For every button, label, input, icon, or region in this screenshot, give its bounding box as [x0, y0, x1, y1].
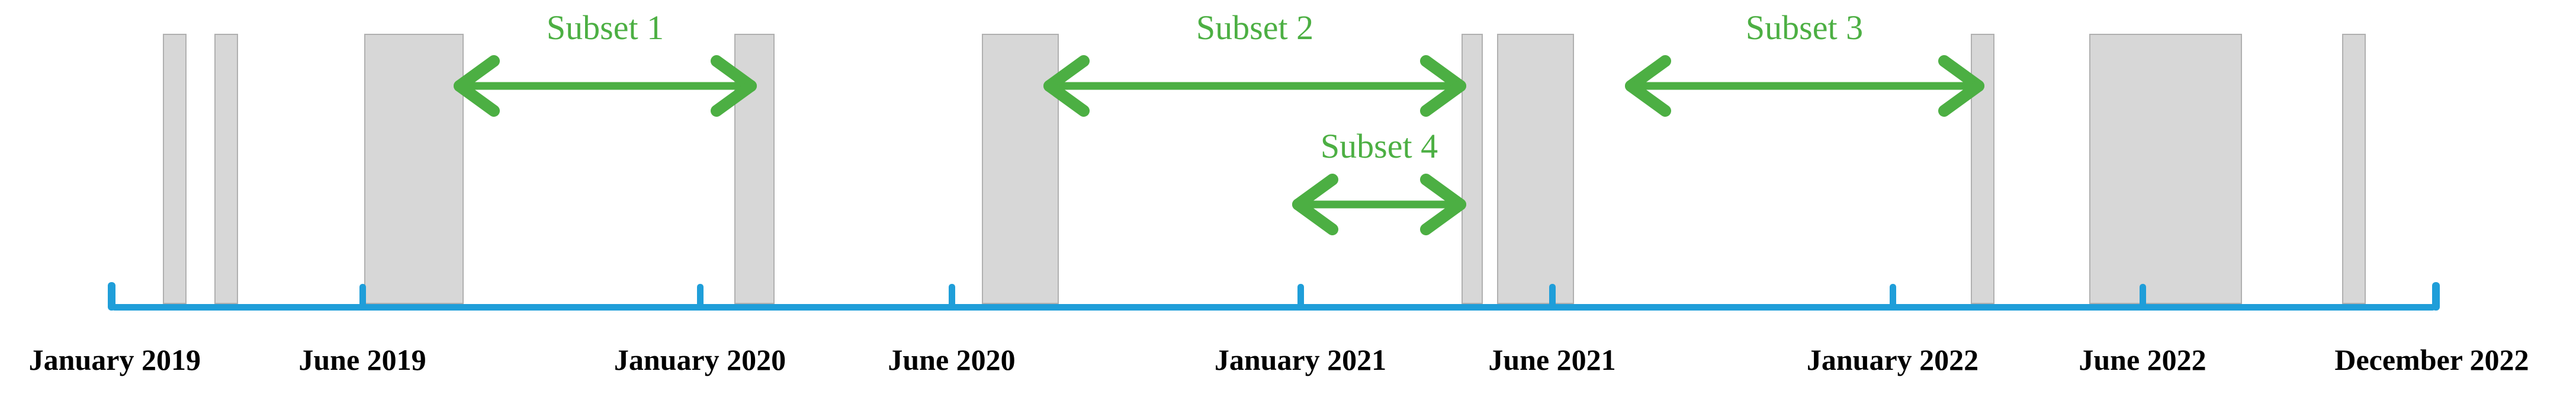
axis-tick-mark — [1297, 284, 1304, 311]
data-gap-bar — [2089, 34, 2242, 304]
axis-tick-mark — [2139, 284, 2146, 311]
axis-end-cap — [2432, 282, 2440, 311]
axis-end-cap — [107, 282, 115, 311]
axis-tick-label: June 2020 — [888, 343, 1016, 376]
data-gap-bar — [982, 34, 1059, 304]
axis-tick-mark — [1549, 284, 1556, 311]
subset-label: Subset 1 — [546, 8, 664, 47]
subset-double-arrow — [1292, 174, 1466, 235]
axis-tick-mark — [948, 284, 955, 311]
axis-tick-mark — [696, 284, 704, 311]
subset-double-arrow — [1625, 55, 1984, 117]
subset-label: Subset 2 — [1196, 8, 1314, 47]
axis-tick-label: January 2020 — [614, 343, 786, 376]
axis-tick-label: January 2019 — [28, 343, 201, 376]
axis-tick-label: January 2021 — [1214, 343, 1387, 376]
data-gap-bar — [163, 34, 187, 304]
axis-baseline — [111, 304, 2436, 311]
axis-tick-mark — [1889, 284, 1896, 311]
subset-label: Subset 3 — [1745, 8, 1864, 47]
axis-tick-label: January 2022 — [1806, 343, 1979, 376]
subset-double-arrow — [454, 55, 757, 117]
data-gap-bar — [2342, 34, 2366, 304]
data-gap-bar — [364, 34, 464, 304]
data-gap-bar — [214, 34, 238, 304]
axis-tick-label: June 2019 — [298, 343, 426, 376]
subset-double-arrow — [1043, 55, 1466, 117]
data-gap-bar — [1497, 34, 1574, 304]
axis-tick-label: June 2021 — [1488, 343, 1616, 376]
axis-tick-label: June 2022 — [2079, 343, 2206, 376]
axis-tick-mark — [359, 284, 366, 311]
axis-tick-label: December 2022 — [2334, 343, 2529, 376]
data-gap-bar — [1462, 34, 1483, 304]
subset-label: Subset 4 — [1320, 127, 1438, 165]
